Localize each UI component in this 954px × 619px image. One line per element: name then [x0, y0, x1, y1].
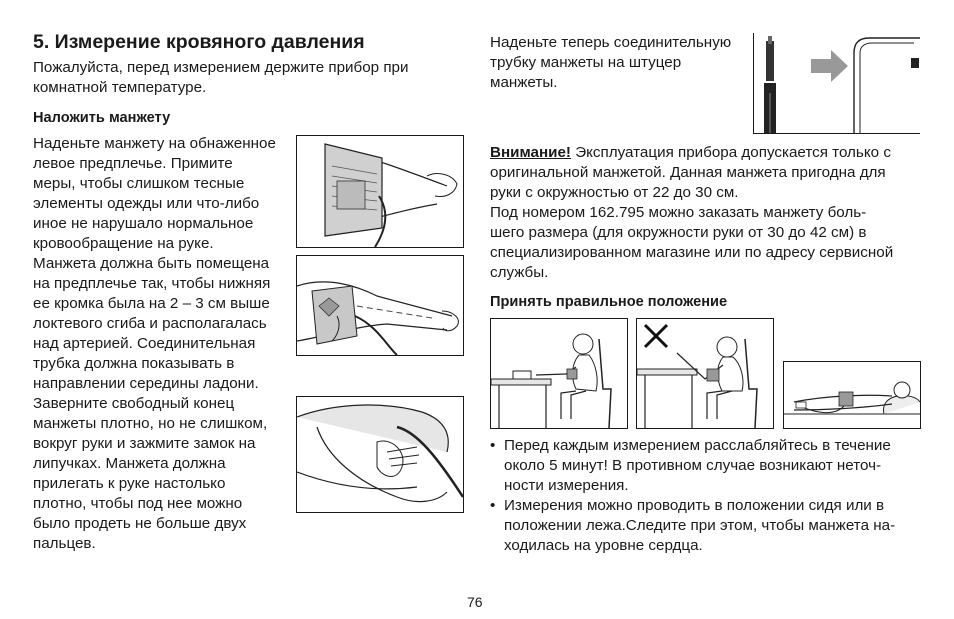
warning-paragraph: Внимание! Эксплуатация прибора допускает… [490, 143, 893, 283]
intro-paragraph: Пожалуйста, перед измерением держите при… [33, 58, 409, 98]
bullet-line: Измерения можно проводить в положении си… [504, 497, 885, 514]
lying-position-figure [783, 361, 921, 429]
cuff-line: Манжета должна быть помещена [33, 255, 270, 272]
cuff-line: левое предплечье. Примите [33, 155, 233, 172]
warning-line: специализированном магазине или по адрес… [490, 244, 894, 261]
warning-line: шего размера (для окружности руки от 30 … [490, 224, 867, 241]
cuff-heading: Наложить манжету [33, 110, 171, 126]
cuff-line: липучках. Манжета должна [33, 455, 226, 472]
cuff-line: Заверните свободный конец [33, 395, 235, 412]
cuff-position-figure [296, 255, 464, 356]
bullet-symbol: • [490, 497, 496, 514]
cuff-fastening-figure [296, 396, 464, 513]
bullet-line: ности измерения. [504, 477, 629, 494]
position-heading: Принять правильное положение [490, 294, 728, 310]
intro-line: Пожалуйста, перед измерением держите при… [33, 59, 409, 76]
tube-paragraph: Наденьте теперь соединительную трубку ман… [490, 33, 731, 93]
cuff-on-arm-figure [296, 135, 464, 248]
cuff-line: локтевого сгиба и располагалась [33, 315, 267, 332]
page-title: 5. Измерение кровяного давления [33, 31, 365, 53]
cuff-paragraph: Наденьте манжету на обнаженное левое пред… [33, 134, 276, 554]
warning-first-line: Внимание! Эксплуатация прибора допускает… [490, 144, 891, 161]
cuff-line: на предплечье так, чтобы нижняя [33, 275, 271, 292]
cuff-line: элементы одежды или что-либо [33, 195, 260, 212]
cuff-line: трубка должна показывать в [33, 355, 235, 372]
cuff-line: было продеть не больше двух [33, 515, 247, 532]
warning-line: оригинальной манжетой. Данная манжета пр… [490, 164, 886, 181]
cuff-line: пальцев. [33, 535, 96, 552]
correct-sitting-figure [490, 318, 628, 429]
warning-line: Под номером 162.795 можно заказать манже… [490, 204, 867, 221]
cuff-line: иное не нарушало нормальное [33, 215, 254, 232]
bullet-item: • Измерения можно проводить в положении с… [490, 496, 895, 556]
cuff-line: вокруг руки и зажмите замок на [33, 435, 256, 452]
incorrect-sitting-figure [636, 318, 774, 429]
cuff-line: плотно, чтобы под нее можно [33, 495, 243, 512]
cuff-line: прилегать к руке настолько [33, 475, 226, 492]
page-number: 76 [467, 594, 483, 610]
warning-line: службы. [490, 264, 549, 281]
bullet-item: • Перед каждым измерением расслабляйтесь … [490, 436, 895, 496]
cuff-line: направлении середины ладони. [33, 375, 259, 392]
warning-label: Внимание! [490, 144, 571, 161]
tube-connection-figure [753, 33, 920, 134]
tube-line: манжеты. [490, 74, 558, 91]
intro-line: комнатной температуре. [33, 79, 207, 96]
bullet-list: • Перед каждым измерением расслабляйтесь … [490, 436, 895, 556]
tube-line: Наденьте теперь соединительную [490, 34, 732, 51]
cuff-line: манжеты плотно, но не слишком, [33, 415, 268, 432]
bullet-line: около 5 минут! В противном случае возник… [504, 457, 882, 474]
tube-line: трубку манжеты на штуцер [490, 54, 682, 71]
bullet-symbol: • [490, 437, 496, 454]
cuff-line: над артерией. Соединительная [33, 335, 256, 352]
bullet-line: Перед каждым измерением расслабляйтесь в… [504, 437, 891, 454]
cuff-line: кровообращение на руке. [33, 235, 214, 252]
cuff-line: ее кромка была на 2 – 3 см выше [33, 295, 270, 312]
bullet-line: положении лежа.Следите при этом, чтобы м… [504, 517, 896, 534]
cuff-line: Наденьте манжету на обнаженное [33, 135, 276, 152]
warning-line: руки с окружностью от 22 до 30 см. [490, 184, 739, 201]
bullet-line: ходилась на уровне сердца. [504, 537, 703, 554]
cuff-line: меры, чтобы слишком тесные [33, 175, 245, 192]
